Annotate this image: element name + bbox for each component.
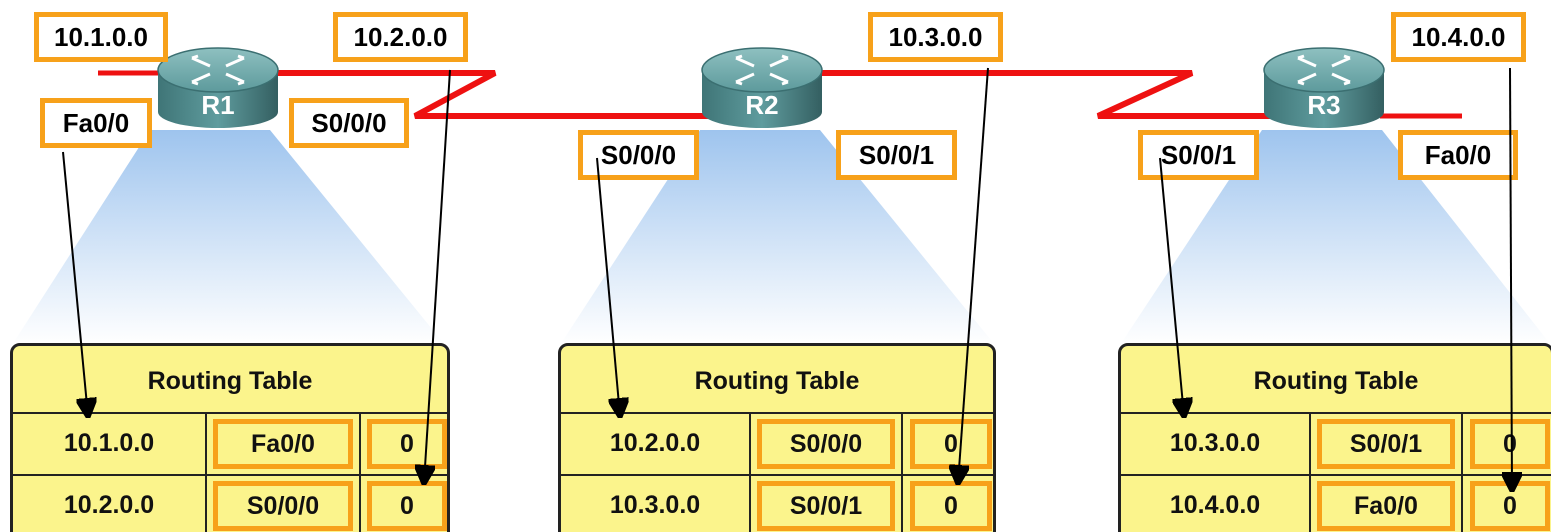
hops-value: 0 (367, 419, 447, 469)
serial-link-r2-r3 (800, 70, 1290, 119)
network-label-10-4-0-0: 10.4.0.0 (1391, 12, 1526, 62)
r3-interface-s0-0-1: S0/0/1 (1138, 130, 1259, 180)
interface-value: S0/0/0 (213, 481, 353, 531)
routing-table-r2: Routing Table 10.2.0.0 S0/0/0 0 10.3.0.0… (558, 343, 996, 532)
hops-cell: 0 (1463, 414, 1551, 476)
table-row: 10.1.0.0 Fa0/0 0 (13, 412, 447, 476)
interface-value: Fa0/0 (1317, 481, 1455, 531)
routing-table-r2-title: Routing Table (694, 367, 860, 395)
router-r3: R3 (1263, 46, 1385, 126)
arrow-fa0-0-to-r1-row1 (62, 151, 88, 416)
router-r3-name: R3 (1307, 90, 1341, 120)
hops-cell: 0 (361, 414, 447, 476)
router-r1-icon (157, 47, 279, 128)
network-label-10-2-0-0: 10.2.0.0 (333, 12, 468, 62)
interface-cell: S0/0/0 (207, 476, 361, 532)
r2-interface-s0-0-1: S0/0/1 (836, 130, 957, 180)
network-label-10-1-0-0: 10.1.0.0 (34, 12, 168, 62)
table-row: 10.3.0.0 S0/0/1 0 (1121, 412, 1551, 476)
network-cell: 10.2.0.0 (561, 414, 751, 476)
interface-cell: S0/0/0 (751, 414, 903, 476)
interface-cell: Fa0/0 (1311, 476, 1463, 532)
hops-value: 0 (367, 481, 447, 531)
r1-interface-fa0-0: Fa0/0 (40, 98, 152, 148)
network-cell: 10.2.0.0 (13, 476, 207, 532)
arrow-10-3-0-0-to-r2-hops (958, 67, 989, 483)
hops-cell: 0 (361, 476, 447, 532)
router-r2: R2 (701, 46, 823, 126)
r1-beam (12, 130, 445, 345)
r1-interface-s0-0-0: S0/0/0 (289, 98, 409, 148)
interface-value: S0/0/1 (1317, 419, 1455, 469)
arrow-s0-0-0-to-r2-row1 (596, 157, 620, 416)
network-label-10-3-0-0: 10.3.0.0 (868, 12, 1003, 62)
interface-value: S0/0/1 (757, 481, 895, 531)
interface-cell: S0/0/1 (751, 476, 903, 532)
r3-interface-fa0-0: Fa0/0 (1398, 130, 1518, 180)
arrow-10-4-0-0-to-r3-hops (1510, 67, 1512, 490)
interface-cell: S0/0/1 (1311, 414, 1463, 476)
hops-value: 0 (1470, 419, 1550, 469)
routing-table-r3: Routing Table 10.3.0.0 S0/0/1 0 10.4.0.0… (1118, 343, 1551, 532)
network-cell: 10.1.0.0 (13, 414, 207, 476)
r2-beam (560, 130, 995, 345)
network-cell: 10.3.0.0 (1121, 414, 1311, 476)
serial-link-r1-r2 (258, 70, 718, 119)
interface-cell: Fa0/0 (207, 414, 361, 476)
router-r3-icon (1263, 47, 1385, 128)
routing-table-r1-title: Routing Table (147, 367, 313, 395)
router-r2-name: R2 (745, 90, 779, 120)
routing-table-r3-title: Routing Table (1253, 367, 1419, 395)
network-cell: 10.4.0.0 (1121, 476, 1311, 532)
network-cell: 10.3.0.0 (561, 476, 751, 532)
arrow-s0-0-1-to-r3-row1 (1159, 157, 1184, 416)
router-r2-icon (701, 47, 823, 128)
table-row: 10.2.0.0 S0/0/0 0 (13, 474, 447, 532)
router-r1: R1 (157, 46, 279, 126)
interface-value: S0/0/0 (757, 419, 895, 469)
r3-beam (1120, 130, 1551, 345)
router-r1-name: R1 (201, 90, 235, 120)
interface-value: Fa0/0 (213, 419, 353, 469)
arrow-10-2-0-0-to-r1-hops (424, 69, 451, 483)
